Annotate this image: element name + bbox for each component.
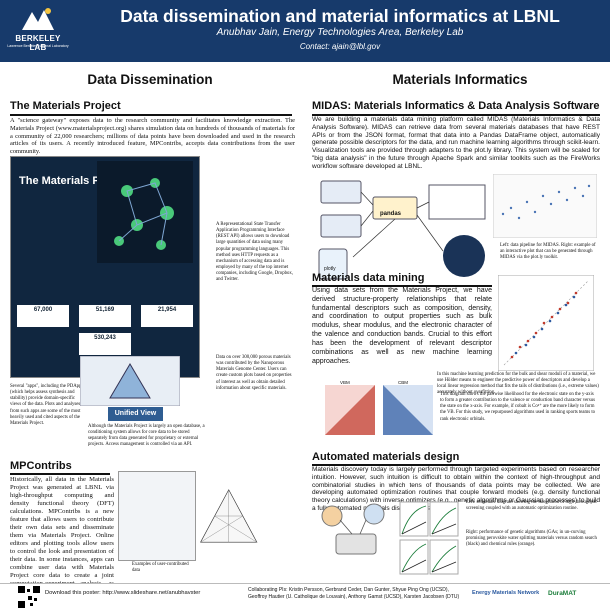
unified-view-label: Unified View bbox=[108, 407, 163, 421]
user-data-caption: Examples of user-contributed data bbox=[132, 562, 189, 574]
automated-design-heading: Automated materials design bbox=[312, 451, 460, 463]
cbm-label: CBM bbox=[398, 380, 408, 385]
mpcontribs-screenshot bbox=[118, 471, 196, 561]
midas-pipeline-diagram bbox=[318, 180, 486, 280]
materials-informatics-title: Materials Informatics bbox=[392, 72, 528, 87]
duramat-logo: DuraMAT bbox=[548, 590, 577, 597]
qr-code-icon[interactable] bbox=[18, 586, 40, 608]
rest-api-caption: A Representational State Transfer Applic… bbox=[216, 222, 294, 283]
midas-caption: Left: data pipeline for MIDAS. Right: ex… bbox=[500, 243, 596, 261]
interactive-plot-image bbox=[493, 174, 597, 238]
poster-author: Anubhav Jain, Energy Technologies Area, … bbox=[216, 27, 464, 38]
logo-name: BERKELEY LAB bbox=[15, 34, 61, 52]
unified-view-caption: Although the Materials Project is largel… bbox=[88, 424, 205, 448]
berkeley-lab-logo-icon bbox=[22, 8, 54, 30]
mpcontribs-heading: MPContribs bbox=[10, 460, 72, 472]
section-rule bbox=[312, 285, 492, 287]
section-rule bbox=[10, 473, 110, 475]
midas-heading: MIDAS: Materials Informatics & Data Anal… bbox=[312, 100, 600, 112]
midas-body: We are building a materials data mining … bbox=[312, 116, 600, 170]
ga-performance-plots bbox=[399, 501, 459, 575]
materials-project-screenshot: The Materials Project 67,000 51,169 21,9… bbox=[10, 156, 200, 378]
data-dissemination-title: Data Dissemination bbox=[87, 72, 213, 87]
vbm-label: VBM bbox=[340, 380, 350, 385]
optimization-caption-left: Left: schematic diagram showing the inte… bbox=[466, 500, 597, 512]
mp-stat-value: 67,000 bbox=[33, 307, 53, 313]
mp-stat-card: 21,954 bbox=[141, 305, 193, 327]
pandas-label: pandas bbox=[380, 211, 402, 217]
mp-stat-value: 51,169 bbox=[95, 307, 115, 313]
energy-materials-network-logo: Energy Materials Network bbox=[472, 590, 540, 596]
moduli-caption: In this machine learning prediction for … bbox=[437, 372, 599, 396]
mp-stat-value: 21,954 bbox=[157, 307, 177, 313]
unified-view-image bbox=[80, 356, 180, 406]
collaborators-list: Collaborating PIs: Kristin Persson, Gerb… bbox=[248, 587, 460, 600]
optimization-schematic bbox=[321, 503, 385, 555]
mp-stat-card: 51,169 bbox=[79, 305, 131, 327]
moduli-prediction-plot bbox=[498, 275, 594, 371]
poster-contact: Contact: ajain@lbl.gov bbox=[299, 42, 381, 51]
plotly-label: plotly bbox=[324, 266, 336, 272]
mp-stat-total: 530,243 bbox=[79, 333, 131, 355]
section-rule bbox=[312, 464, 600, 466]
mp-stat-card: 67,000 bbox=[17, 305, 69, 327]
poster-download-link[interactable]: Download this poster: http://www.slidesh… bbox=[45, 590, 201, 596]
materials-project-heading: The Materials Project bbox=[10, 100, 121, 112]
orbital-heatmap-caption: This diagram shows the pairwise likeliho… bbox=[440, 392, 596, 422]
poster-footer bbox=[0, 583, 610, 610]
poster-title: Data dissemination and material informat… bbox=[120, 6, 560, 26]
section-rule bbox=[312, 114, 600, 116]
logo-subtitle: Lawrence Berkeley National Laboratory bbox=[7, 44, 69, 48]
berkeley-lab-logo: BERKELEY LAB Lawrence Berkeley National … bbox=[6, 6, 70, 52]
poster-header: BERKELEY LAB Lawrence Berkeley National … bbox=[0, 0, 610, 62]
orbital-heatmaps bbox=[325, 385, 433, 435]
section-rule bbox=[10, 114, 292, 116]
materials-project-body: A "science gateway" exposes data to the … bbox=[10, 117, 295, 156]
crystal-structure-image bbox=[97, 161, 193, 263]
optimization-caption-right: Right: performance of genetic algorithms… bbox=[466, 530, 597, 548]
data-mining-heading: Materials data mining bbox=[312, 272, 425, 284]
phase-diagram-image bbox=[200, 489, 258, 543]
mp-stat-value: 530,243 bbox=[94, 335, 116, 341]
data-mining-body: Using data sets from the Materials Proje… bbox=[312, 287, 492, 365]
apps-caption: Several "apps", including the PDApp (whi… bbox=[10, 384, 82, 426]
database-caption: Data on over 300,000 porous materials wa… bbox=[216, 355, 292, 391]
